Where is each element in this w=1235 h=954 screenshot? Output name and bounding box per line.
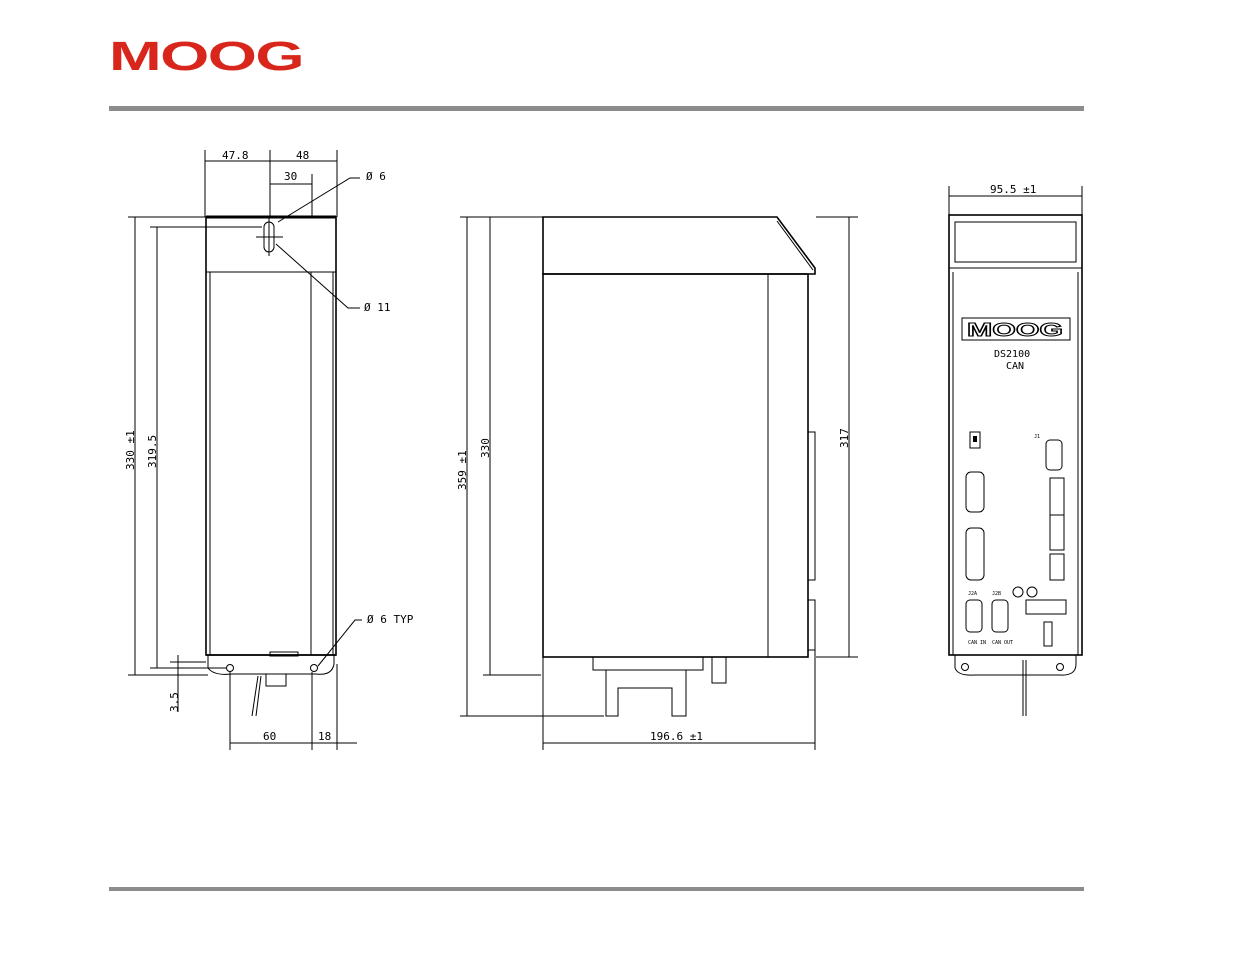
dim-depth: 196.6 ±1 (650, 730, 703, 743)
dim-height-total: 330 ±1 (124, 430, 137, 470)
side-top-cap (543, 217, 815, 274)
dim-height-body: 330 (479, 438, 492, 458)
dim-top-hole: Ø 6 (366, 170, 386, 183)
terminal-strip (1050, 478, 1064, 550)
dim-bottom-holes: Ø 6 TYP (367, 613, 414, 626)
panel-model: DS2100 (994, 349, 1030, 360)
connector-j1 (1046, 440, 1062, 470)
label-j2b: J2B (992, 591, 1001, 597)
warning-label (1026, 600, 1066, 614)
dim-panel-width: 95.5 ±1 (990, 183, 1036, 196)
dim-bottom-right: 18 (318, 730, 331, 743)
dim-bottom-left: 60 (263, 730, 276, 743)
panel-top-window (955, 222, 1076, 262)
panel-outline (949, 215, 1082, 655)
panel-bus: CAN (1006, 361, 1024, 372)
dim-hole-offset: 30 (284, 170, 297, 183)
connector-j3 (966, 528, 984, 580)
dim-height-overall: 359 ±1 (456, 450, 469, 490)
front-view: 47.8 48 30 Ø 6 Ø 11 Ø 6 TYP 330 ±1 319.5… (124, 149, 414, 750)
front-body-outline (206, 217, 336, 655)
panel-logo: MOOG (967, 320, 1063, 340)
dim-height-holes: 319.5 (146, 435, 159, 468)
label-can-in: CAN IN (968, 640, 986, 646)
dim-bottom-offset: 3.5 (168, 692, 181, 712)
dim-width-right: 48 (296, 149, 309, 162)
label-can-out: CAN OUT (992, 640, 1013, 646)
label-j1: J1 (1034, 434, 1040, 440)
dim-slot: Ø 11 (364, 301, 391, 314)
dim-width-left: 47.8 (222, 149, 249, 162)
connector-j2 (966, 472, 984, 512)
terminal-block (1050, 554, 1064, 580)
connector-can-out (992, 600, 1008, 632)
label-j2a: J2A (968, 591, 977, 597)
connector-can-in (966, 600, 982, 632)
panel-view: 95.5 ±1 MOOG DS2100 CAN J1 J2A J2B CAN I… (949, 183, 1082, 716)
side-view: 359 ±1 330 317 196.6 ±1 (456, 217, 858, 750)
dim-height-right: 317 (838, 428, 851, 448)
